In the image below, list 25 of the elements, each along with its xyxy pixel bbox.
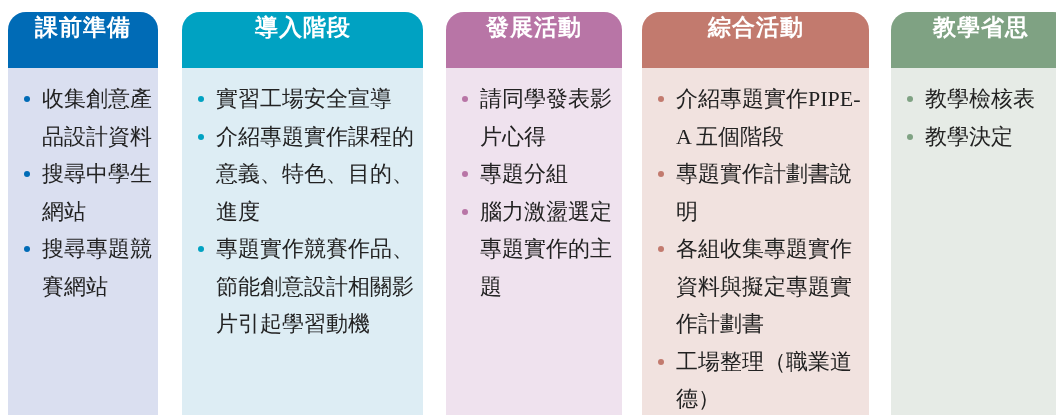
- bullet-text: 各組收集專題實作資料與擬定專題實作計劃書: [676, 236, 852, 336]
- column-heading: 導入階段: [182, 12, 423, 68]
- bullet-text: 介紹專題實作PIPE-A 五個階段: [676, 86, 861, 149]
- bullet-text: 介紹專題實作課程的意義、特色、目的、進度: [216, 123, 414, 224]
- bullet-text: 收集創意產品設計資料: [42, 86, 152, 149]
- column-card: [446, 12, 622, 415]
- bullet-text: 搜尋中學生網站: [42, 161, 152, 224]
- column-card: [182, 12, 423, 415]
- bullet-text: 教學決定: [925, 123, 1013, 149]
- column-card: [642, 12, 869, 415]
- column-card: [891, 12, 1056, 415]
- bullet-text: 搜尋專題競賽網站: [42, 236, 152, 299]
- bullet-text: 專題實作競賽作品、節能創意設計相關影片引起學習動機: [216, 236, 414, 336]
- bullet-text: 專題實作計劃書說明: [676, 161, 852, 224]
- bullet-text: 專題分組: [480, 161, 568, 186]
- column-heading: 發展活動: [446, 12, 622, 68]
- column-heading: 綜合活動: [642, 12, 869, 68]
- bullet-text: 請同學發表影片心得: [480, 86, 612, 149]
- column-card: [8, 12, 158, 415]
- column-heading: 課前準備: [8, 12, 158, 68]
- bullet-text: 教學檢核表: [925, 86, 1035, 111]
- bullet-text: 腦力激盪選定專題實作的主題: [480, 198, 612, 299]
- bullet-text: 實習工場安全宣導: [216, 86, 392, 111]
- column-heading: 教學省思: [891, 12, 1056, 68]
- bullet-text: 工場整理（職業道德）: [676, 348, 852, 411]
